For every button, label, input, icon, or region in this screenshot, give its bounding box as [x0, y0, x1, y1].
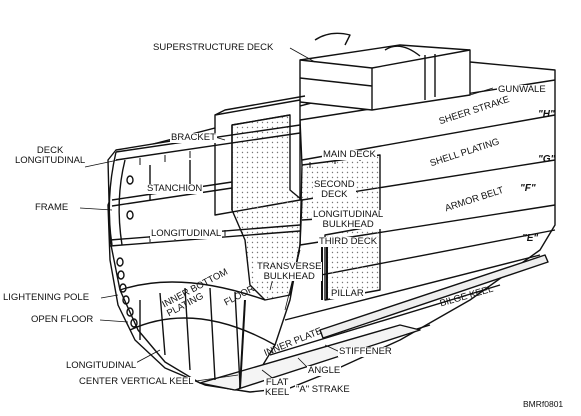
label-a-strake: "A" STRAKE	[295, 384, 351, 395]
label-transverse-bulkhead: TRANSVERSE BULKHEAD	[256, 261, 323, 282]
inner-bottom	[119, 281, 266, 301]
label-pillar: PILLAR	[330, 288, 365, 299]
label-lightening-pole: LIGHTENING POLE	[2, 292, 91, 303]
label-third-deck: THIRD DECK	[318, 236, 379, 247]
superstructure	[299, 44, 471, 111]
figure-code: BMRf0801	[523, 399, 564, 409]
label-strake-h: "H"	[538, 109, 555, 120]
label-strake-g: "G"	[538, 154, 556, 165]
label-deck-longitudinal: DECK LONGITUDINAL	[14, 145, 87, 166]
label-stiffener: STIFFENER	[338, 346, 393, 357]
label-flat-keel: FLAT KEEL	[264, 377, 291, 398]
label-bracket: BRACKET	[170, 132, 217, 143]
label-open-floor: OPEN FLOOR	[30, 314, 95, 325]
lightening-holes	[116, 175, 138, 328]
label-longitudinal-bulkhead: LONGITUDINAL BULKHEAD	[312, 209, 385, 230]
label-gunwale: GUNWALE	[497, 84, 547, 95]
label-center-vertical-keel: CENTER VERTICAL KEEL	[78, 376, 195, 387]
center-vertical-keel	[239, 299, 246, 389]
label-strake-f: "F"	[520, 183, 536, 194]
label-main-deck: MAIN DECK	[322, 149, 377, 160]
label-second-deck: SECOND DECK	[313, 179, 356, 200]
label-frame: FRAME	[34, 202, 70, 213]
label-angle: ANGLE	[307, 365, 342, 376]
label-stanchion: STANCHION	[146, 183, 204, 194]
frame	[108, 151, 117, 246]
bilge-keel	[319, 254, 549, 339]
label-superstructure-deck: SUPERSTRUCTURE DECK	[152, 42, 275, 53]
label-longitudinal-lower: LONGITUDINAL	[65, 360, 138, 371]
label-strake-e: "E"	[522, 233, 539, 244]
label-longitudinal-upper: LONGITUDINAL	[150, 228, 223, 239]
